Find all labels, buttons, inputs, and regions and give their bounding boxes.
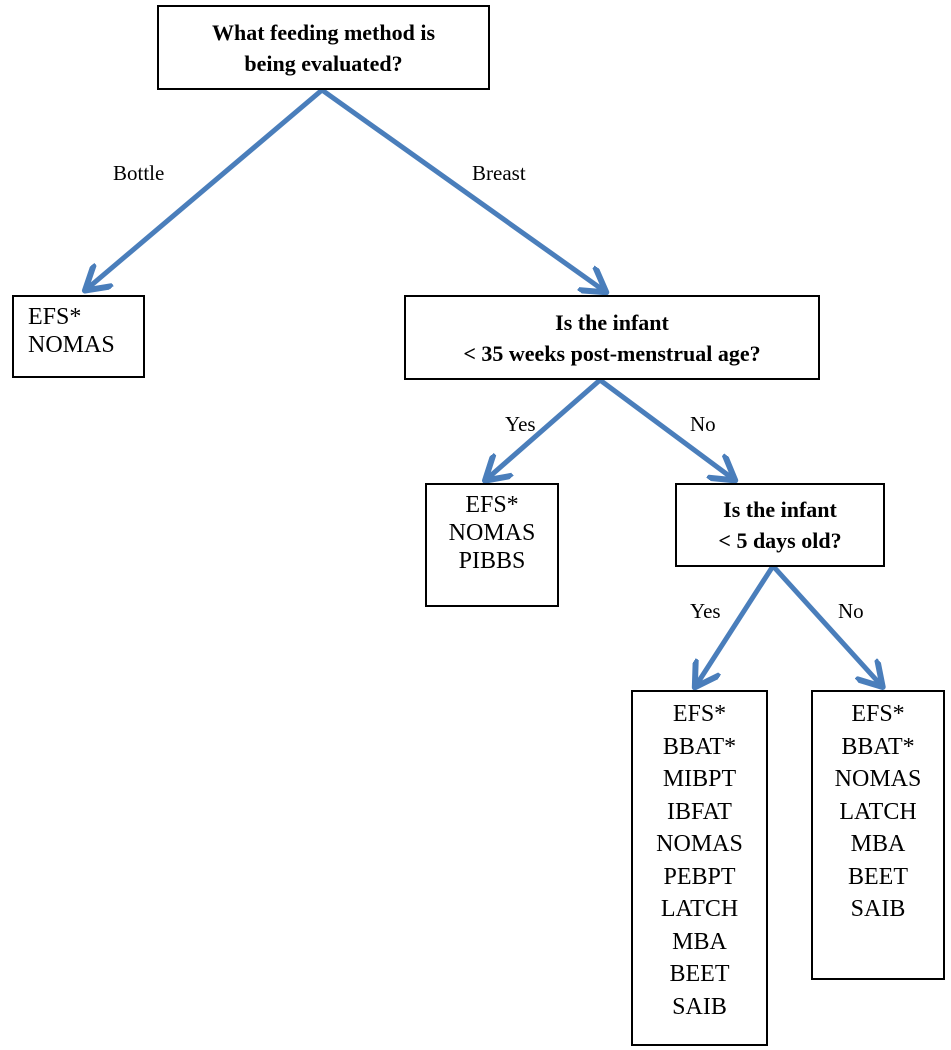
result-item: BBAT*	[662, 733, 737, 760]
result-item: MIBPT	[662, 766, 737, 792]
result-item: IBFAT	[667, 798, 732, 825]
edge-label-breast: Breast	[472, 161, 526, 185]
result-item: SAIB	[672, 993, 727, 1020]
edge-age-to-yes	[697, 563, 776, 684]
result-item: EFS*	[465, 492, 519, 518]
result-item: EFS*	[28, 304, 82, 330]
age-question-box: Is the infant < 5 days old?	[675, 483, 885, 567]
pma-question-box: Is the infant < 35 weeks post-menstrual …	[404, 295, 820, 380]
pma-question-line1: Is the infant	[555, 309, 669, 335]
result-item: PIBBS	[458, 548, 526, 574]
edge-label-age-no: No	[838, 599, 864, 623]
result-item: SAIB	[850, 896, 906, 922]
edge-pma-to-no	[597, 377, 732, 478]
result-item: NOMAS	[448, 520, 536, 546]
result-item: NOMAS	[656, 831, 743, 857]
edge-label-pma-yes: Yes	[505, 412, 536, 436]
pma-yes-result-box: EFS* NOMAS PIBBS	[425, 483, 559, 607]
result-item: PEBPT	[663, 863, 736, 890]
root-question-line2: being evaluated?	[244, 50, 403, 76]
result-item: NOMAS	[28, 332, 115, 358]
edge-label-pma-no: No	[690, 412, 716, 436]
edge-age-to-no	[770, 563, 880, 684]
age-question-line2: < 5 days old?	[718, 528, 842, 553]
result-item: MBA	[850, 831, 906, 857]
edge-root-to-breast	[319, 87, 603, 290]
age-no-result-box: EFS* BBAT* NOMAS LATCH MBA BEET SAIB	[811, 690, 945, 980]
result-item: BEET	[848, 863, 908, 890]
result-item: EFS*	[851, 701, 905, 727]
age-yes-result-box: EFS* BBAT* MIBPT IBFAT NOMAS PEBPT LATCH…	[631, 690, 768, 1046]
result-item: LATCH	[839, 798, 917, 825]
age-question-line1: Is the infant	[723, 497, 837, 522]
root-question-line1: What feeding method is	[211, 19, 436, 45]
edge-pma-to-yes	[488, 377, 603, 478]
result-item: MBA	[672, 928, 727, 955]
edge-root-to-bottle	[88, 87, 325, 288]
result-item: BEET	[669, 961, 730, 987]
result-item: BBAT*	[841, 733, 915, 760]
result-item: NOMAS	[834, 766, 922, 792]
edge-label-age-yes: Yes	[690, 599, 721, 623]
edge-label-bottle: Bottle	[113, 161, 165, 185]
root-question-box: What feeding method is being evaluated?	[157, 5, 490, 90]
result-item: LATCH	[660, 896, 739, 922]
pma-question-line2: < 35 weeks post-menstrual age?	[463, 340, 761, 366]
result-item: EFS*	[672, 701, 727, 727]
bottle-result-box: EFS* NOMAS	[12, 295, 145, 378]
